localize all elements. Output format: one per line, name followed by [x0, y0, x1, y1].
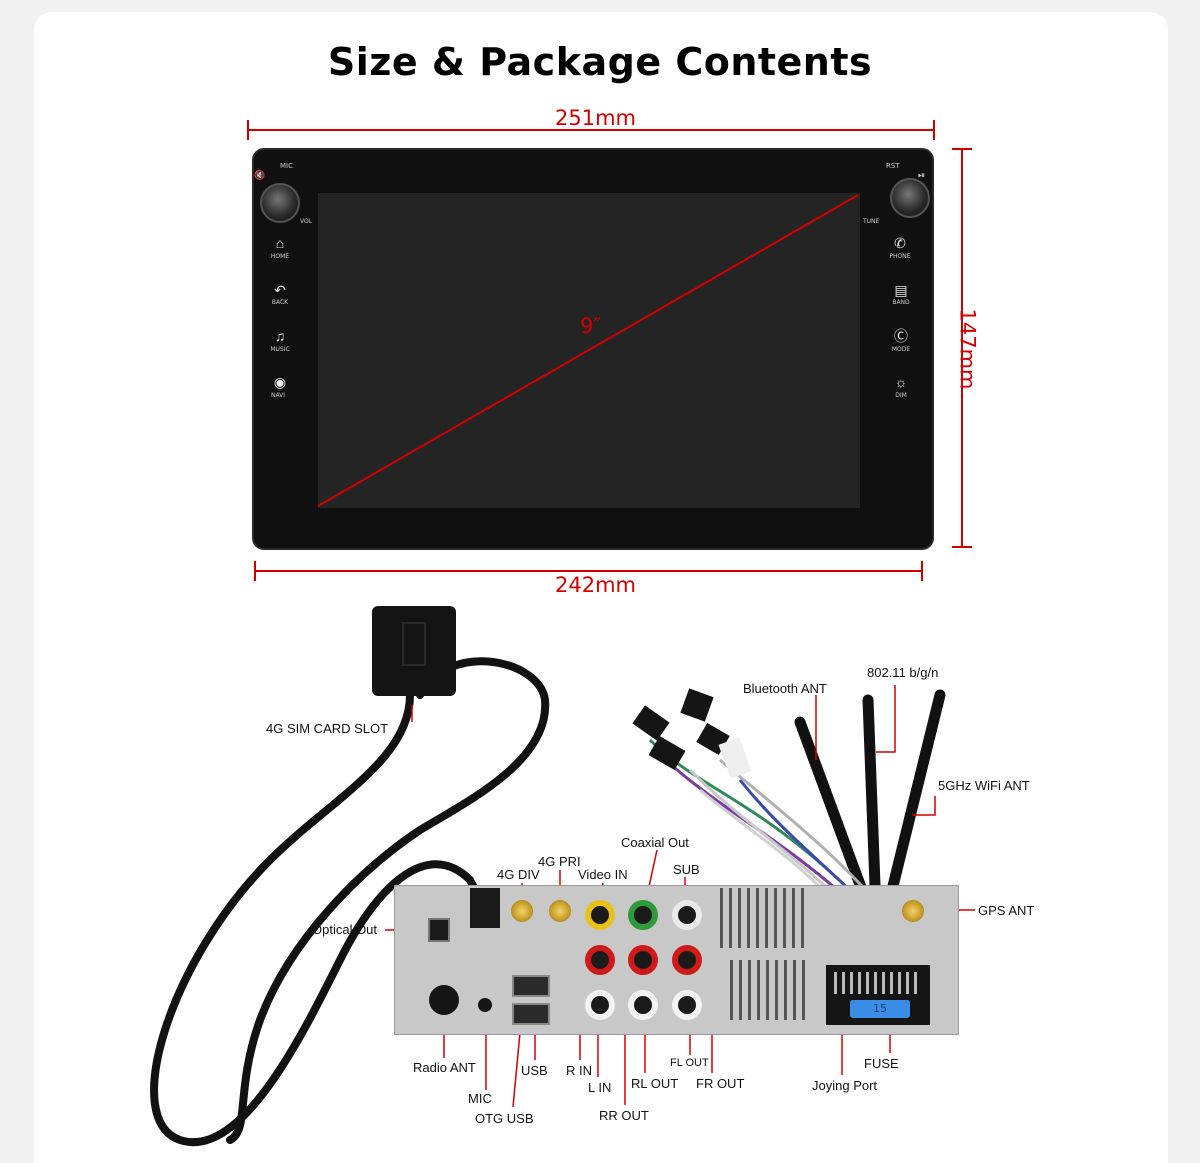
- mic-label: MIC: [280, 162, 293, 170]
- heatsink-fins: [720, 888, 810, 948]
- top-width-tick-left: [247, 120, 249, 140]
- usb-label: USB: [521, 1063, 548, 1078]
- rl-out-jack: [628, 990, 658, 1020]
- tune-label: TUNE: [863, 218, 880, 225]
- dim-label: DIM: [895, 392, 907, 399]
- fl-out-jack: [672, 990, 702, 1020]
- fr-out-label: FR OUT: [696, 1076, 745, 1091]
- fuse: [850, 1000, 910, 1018]
- joying-port-label: Joying Port: [812, 1078, 878, 1093]
- bottom-width-line: [255, 570, 923, 572]
- bottom-width-tick-right: [921, 561, 923, 581]
- radio-ant-label: Radio ANT: [413, 1060, 476, 1075]
- optical-out-label: Optical Out: [312, 922, 378, 937]
- bottom-width-label: 242mm: [555, 573, 636, 597]
- music-icon: ♫: [274, 328, 286, 344]
- wifi-5ghz-label: 5GHz WiFi ANT: [938, 778, 1030, 793]
- mic-label-rear: MIC: [468, 1091, 492, 1106]
- play-pause-icon: ⏯: [918, 171, 926, 181]
- usb-port: [512, 1003, 550, 1025]
- phone-label: PHONE: [889, 253, 911, 260]
- r-in-jack: [585, 945, 615, 975]
- gps-ant-connector: [902, 900, 924, 922]
- radio-icon: ▤: [894, 282, 908, 298]
- r-in-label: R IN: [566, 1063, 592, 1078]
- rr-out-jack: [628, 945, 658, 975]
- l-in-jack: [585, 990, 615, 1020]
- coaxial-out-label: Coaxial Out: [621, 835, 689, 850]
- height-tick-bottom: [952, 546, 972, 548]
- sim-slot-label: 4G SIM CARD SLOT: [266, 721, 389, 736]
- mute-icon: 🔇: [254, 171, 266, 181]
- volume-knob[interactable]: [260, 183, 300, 223]
- fuse-label: FUSE: [864, 1056, 899, 1071]
- back-label: BACK: [271, 299, 289, 306]
- otg-usb-port: [512, 975, 550, 997]
- sim-card-box: [372, 606, 456, 696]
- 4g-pri-label: 4G PRI: [538, 854, 581, 869]
- mode-label: MODE: [891, 346, 911, 353]
- 4g-div-connector: [511, 900, 533, 922]
- video-in-label: Video IN: [578, 867, 628, 882]
- music-label: MUSIC: [270, 346, 290, 353]
- sub-label: SUB: [673, 862, 700, 877]
- back-icon: ↶: [274, 282, 286, 298]
- fuse-value: 15: [873, 1002, 887, 1015]
- bottom-width-tick-left: [254, 561, 256, 581]
- tune-knob[interactable]: [890, 178, 930, 218]
- 4g-div-label: 4G DIV: [497, 867, 540, 882]
- wifi-80211-label: 802.11 b/g/n: [867, 665, 939, 680]
- rl-out-label: RL OUT: [631, 1076, 679, 1091]
- phone-icon: ✆: [894, 235, 906, 251]
- home-label: HOME: [270, 253, 290, 260]
- 4g-pri-connector: [549, 900, 571, 922]
- page-title: Size & Package Contents: [327, 40, 873, 84]
- optical-out-port: [428, 918, 450, 942]
- navi-icon: ◉: [273, 374, 287, 390]
- vol-label: VOL: [300, 218, 313, 225]
- sim-cable-connector: [470, 888, 500, 928]
- band-label: BAND: [892, 299, 910, 306]
- bluetooth-ant-label: Bluetooth ANT: [743, 681, 827, 696]
- heatsink-fins-lower: [730, 960, 810, 1020]
- top-width-line: [248, 129, 935, 131]
- height-tick-top: [952, 148, 972, 150]
- navi-label: NAVI: [270, 392, 286, 399]
- top-width-label: 251mm: [555, 106, 636, 130]
- mode-icon: Ⓒ: [894, 328, 908, 344]
- video-in-jack: [585, 900, 615, 930]
- height-line: [961, 149, 963, 547]
- rst-label: RST: [886, 162, 900, 170]
- dim-icon: ☼: [894, 374, 908, 390]
- rr-out-label: RR OUT: [599, 1108, 649, 1123]
- gps-ant-label: GPS ANT: [978, 903, 1035, 918]
- sim-card-arrow-icon: [402, 622, 426, 666]
- fl-out-label: FL OUT: [670, 1057, 709, 1069]
- home-icon: ⌂: [275, 235, 285, 251]
- otg-usb-label: OTG USB: [475, 1111, 534, 1126]
- top-width-tick-right: [933, 120, 935, 140]
- sub-jack: [672, 900, 702, 930]
- l-in-label: L IN: [588, 1080, 612, 1095]
- joying-port-pins: [834, 972, 922, 994]
- coaxial-out-jack: [628, 900, 658, 930]
- mic-jack: [478, 998, 492, 1012]
- fr-out-jack: [672, 945, 702, 975]
- radio-ant-jack: [429, 985, 459, 1015]
- diagonal-label: 9″: [580, 314, 602, 338]
